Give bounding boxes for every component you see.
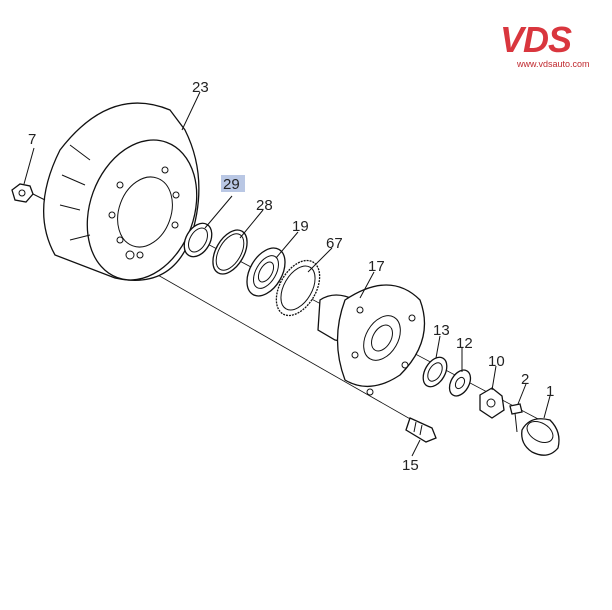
tone-ring-part-67[interactable]	[267, 253, 328, 323]
callout-29[interactable]: 29	[223, 176, 240, 193]
seal-ring-part-28[interactable]	[206, 224, 254, 280]
callout-29-highlight	[221, 175, 245, 192]
hub-part-17[interactable]	[317, 284, 426, 396]
logo-url: www.vdsauto.com	[516, 59, 590, 69]
hub-cap-part-1[interactable]	[521, 417, 560, 456]
callout-7[interactable]: 7	[28, 131, 36, 148]
callout-10[interactable]: 10	[488, 353, 505, 370]
brake-drum-part-23[interactable]	[42, 102, 216, 295]
callout-17[interactable]: 17	[368, 258, 385, 275]
callout-15[interactable]: 15	[402, 457, 419, 474]
callout-28[interactable]: 28	[256, 197, 273, 214]
stud-bolt-part-15[interactable]	[405, 417, 437, 443]
leader-lines	[23, 91, 551, 457]
callout-23[interactable]: 23	[192, 79, 209, 96]
bearing-part-13[interactable]	[418, 353, 451, 391]
logo-text: VDS	[500, 19, 572, 60]
callout-67[interactable]: 67	[326, 235, 343, 252]
callout-13[interactable]: 13	[433, 322, 450, 339]
callout-1[interactable]: 1	[546, 383, 554, 400]
castle-nut-part-10[interactable]	[479, 387, 505, 419]
callout-12[interactable]: 12	[456, 335, 473, 352]
vds-logo: VDS	[500, 19, 573, 60]
washer-part-12[interactable]	[445, 366, 475, 399]
ring-part-29[interactable]	[179, 218, 218, 261]
assembly-axis-line	[127, 257, 413, 421]
nut-part-7[interactable]	[11, 183, 46, 203]
bearing-part-19[interactable]	[239, 241, 293, 302]
callout-2[interactable]: 2	[521, 371, 529, 388]
cotter-pin-part-2[interactable]	[509, 403, 523, 433]
callout-19[interactable]: 19	[292, 218, 309, 235]
